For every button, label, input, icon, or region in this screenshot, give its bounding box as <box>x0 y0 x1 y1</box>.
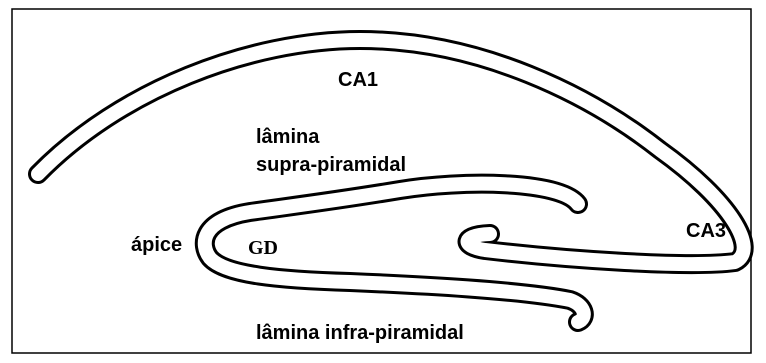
label-gd: GD <box>248 237 278 259</box>
label-lamina-supra-line1: lâmina <box>256 126 320 148</box>
diagram-frame <box>12 9 751 353</box>
label-apice: ápice <box>131 234 182 256</box>
label-ca1: CA1 <box>338 69 378 91</box>
label-lamina-supra-line2: supra-piramidal <box>256 154 406 176</box>
label-ca3: CA3 <box>686 220 726 242</box>
label-lamina-infra: lâmina infra-piramidal <box>256 322 464 344</box>
